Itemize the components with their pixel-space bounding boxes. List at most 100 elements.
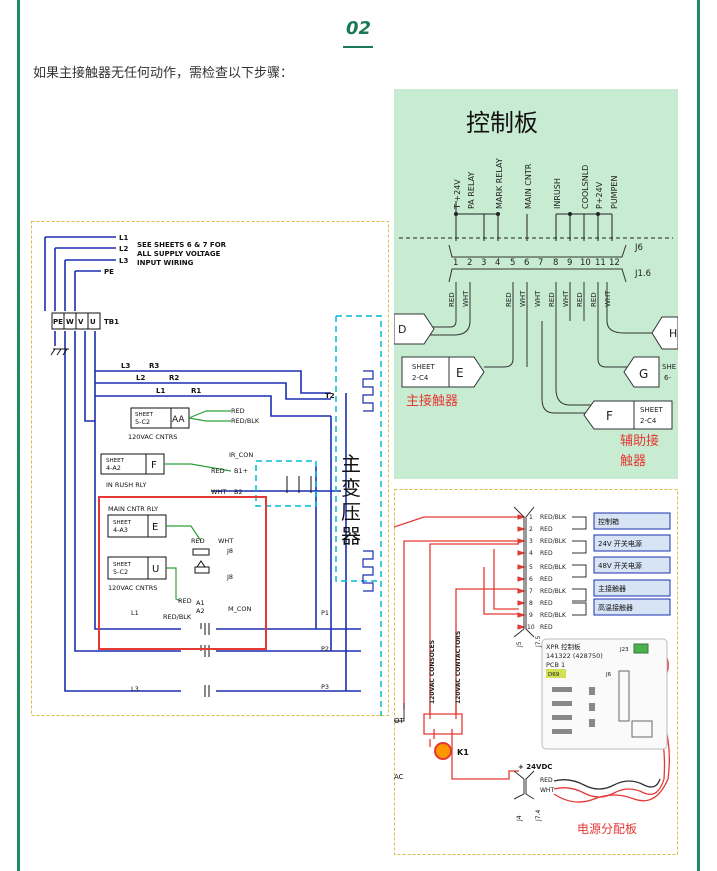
power-distribution-diagram: 1 2 3 4 5 6 7 8 9 10 RED/BLK RED RED/BLK… [394, 489, 678, 855]
j8-red-label: RED [191, 537, 205, 545]
j5-pin-1: 1 [529, 514, 533, 521]
label-consoles: 120VAC CONSOLES [429, 640, 436, 704]
wire-label: RED [448, 292, 456, 307]
pin-num-4: 4 [495, 258, 500, 268]
tb1-cell-u: U [90, 318, 96, 326]
j8-label-2: J8 [226, 573, 233, 581]
line-pe: PE [104, 268, 114, 276]
pin-label-pa-relay: PA RELAY [467, 172, 476, 209]
sheet-e-ref: 2-C4 [412, 374, 429, 382]
j5-wire: RED [540, 550, 553, 557]
target-control-box: 控制箱 [598, 517, 619, 526]
control-board-diagram: 控制板 T +24V PA RELAY MARK RELAY MAIN CNTR… [394, 89, 678, 479]
wire-l3: L3 [121, 362, 130, 370]
power-board-caption: 电源分配板 [577, 822, 637, 836]
connector-j16-label: J1.6 [634, 269, 651, 279]
pin-label-p24v: P+24V [595, 181, 604, 209]
target-48v-psu: 48V 开关电源 [598, 561, 642, 570]
resistor-r3: R3 [149, 362, 159, 370]
d69-led [546, 669, 566, 678]
pin-num-1: 1 [453, 258, 458, 268]
p1-label: P1 [321, 609, 329, 617]
board-name: XPR 控制板 [546, 642, 581, 651]
j5-pin-2: 2 [529, 526, 533, 533]
wire-label: WHT [604, 290, 612, 307]
pin-num-9: 9 [567, 258, 572, 268]
wht-label: WHT [211, 488, 226, 496]
ir-con-label: IR_CON [229, 451, 253, 459]
pin-num-8: 8 [553, 258, 558, 268]
board-number: 141322 (428750) [546, 652, 603, 660]
wire-l2: L2 [136, 374, 145, 382]
j5-wire: RED/BLK [540, 588, 567, 595]
a1-label: A1 [196, 599, 205, 607]
j5-pin-6: 6 [529, 576, 533, 583]
j8-wht-label: WHT [218, 537, 233, 545]
target-24v-psu: 24V 开关电源 [598, 539, 642, 548]
target-high-temp-contactor: 高温接触器 [598, 603, 633, 612]
j5-pin-3: 3 [529, 538, 533, 545]
box-e-letter: E [152, 522, 158, 533]
wire-label: RED [576, 292, 584, 307]
pin-num-3: 3 [481, 258, 486, 268]
pin-label-coolsnld: COOLSNLD [581, 165, 590, 209]
sheet-g-ref: 6- [664, 374, 671, 382]
transformer-char-4: 器 [341, 524, 361, 548]
box-u-ref: 5-C2 [113, 568, 128, 576]
pin-label-pumpen: PUMPEN [610, 176, 619, 209]
mcon-l3-label: L3 [131, 685, 139, 693]
box-aa-letter: AA [172, 415, 185, 425]
article-frame [17, 0, 700, 871]
sheet-f-label: SHEET [640, 406, 664, 414]
a2-label: A2 [196, 607, 205, 615]
box-u-letter: U [152, 564, 159, 575]
j5-wire: RED [540, 526, 553, 533]
j5-pin-8: 8 [529, 600, 533, 607]
j5-pin-7: 7 [529, 588, 533, 595]
j5-pin-9: 9 [529, 612, 533, 619]
pin-label-main-cntr: MAIN CNTR [524, 163, 533, 209]
j8-label: J8 [226, 547, 233, 555]
aa-wire-redblk: RED/BLK [231, 417, 260, 425]
wire-label: RED [505, 292, 513, 307]
pin-num-10: 10 [580, 258, 591, 268]
wire-label: RED [590, 292, 598, 307]
sheet-g-letter: G [639, 367, 648, 381]
p2-label: P2 [321, 645, 329, 653]
sheet-g-label: SHE [662, 363, 676, 371]
j5-pin-5: 5 [529, 564, 533, 571]
pin-num-2: 2 [467, 258, 472, 268]
main-contactor-highlight [98, 496, 267, 650]
j5-pin-4: 4 [529, 550, 533, 557]
resistor-r2: R2 [169, 374, 179, 382]
control-board-title: 控制板 [466, 109, 538, 137]
sheet-f-letter: F [606, 409, 613, 423]
box-e-caption: MAIN CNTR RLY [108, 505, 158, 513]
wiring-schematic: PE W V U TB1 L1 L2 L3 PE SEE SHEETS 6 & … [31, 221, 389, 716]
j5-wire: RED [540, 576, 553, 583]
letter-h: H [669, 327, 677, 340]
vdc-label: + 24VDC [518, 763, 552, 771]
wire-label: WHT [534, 290, 542, 307]
resistor-r1: R1 [191, 387, 201, 395]
annotation-aux-contactor-2: 触器 [620, 454, 646, 469]
pin-num-12: 12 [609, 258, 620, 268]
connector-j5-label: J5 [516, 641, 523, 648]
connector-j4-label: J4 [516, 815, 523, 822]
transformer-char-1: 主 [341, 452, 361, 476]
pin-num-11: 11 [595, 258, 606, 268]
wire-l1: L1 [156, 387, 165, 395]
b2-label: B2 [234, 488, 243, 496]
d69-label: D69 [548, 672, 560, 678]
transformer-char-2: 变 [341, 476, 361, 500]
line-l2: L2 [119, 245, 128, 253]
box-aa-sheet: SHEET [135, 412, 154, 418]
sheet-e-label: SHEET [412, 363, 436, 371]
j5-wire: RED [540, 600, 553, 607]
tb1-cell-w: W [66, 318, 74, 326]
box-aa-caption: 120VAC CNTRS [128, 433, 177, 441]
m-con-label: M_CON [228, 605, 252, 613]
note-line-3: INPUT WIRING [137, 259, 194, 267]
pin-num-7: 7 [538, 258, 543, 268]
bottom-wire-red: RED [540, 777, 553, 784]
